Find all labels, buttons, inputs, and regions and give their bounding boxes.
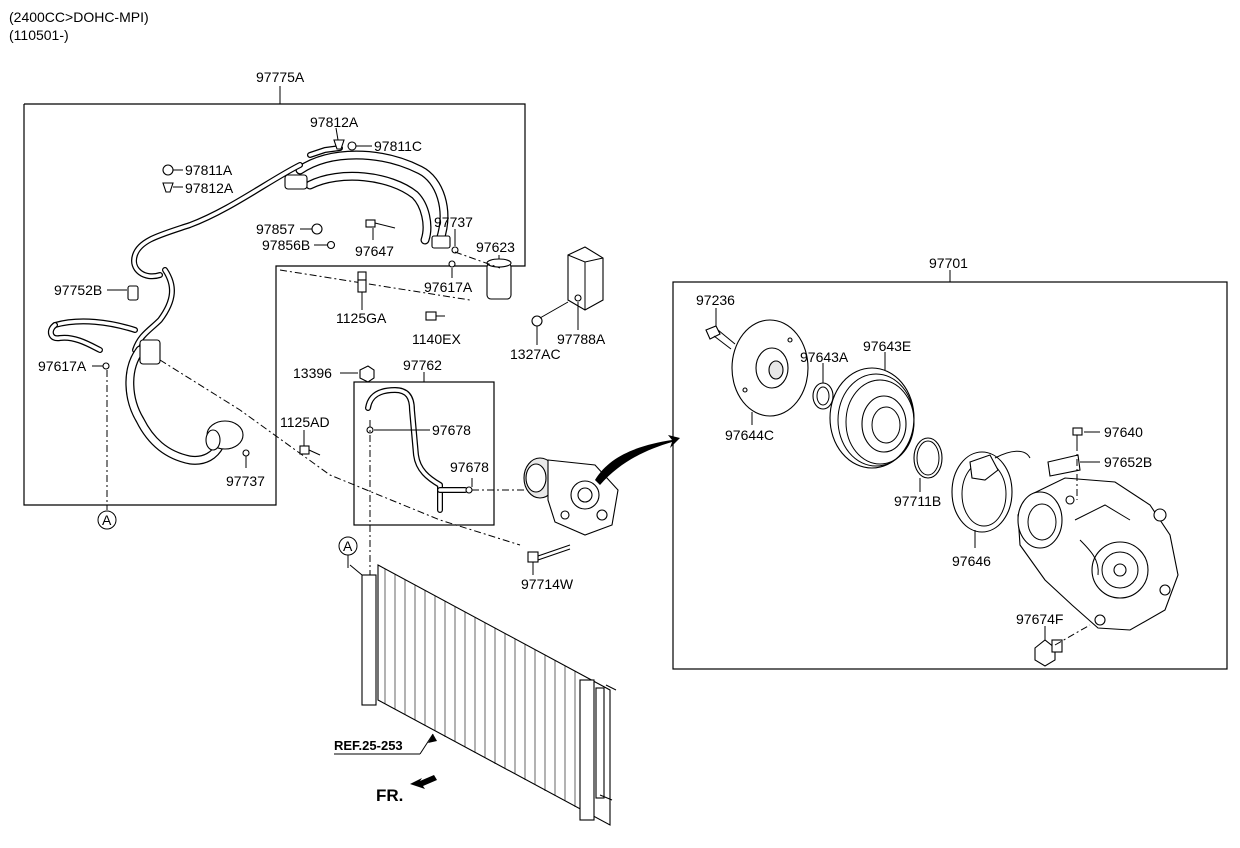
clutch-disc-97644C	[731, 319, 809, 417]
front-direction-label: FR.	[376, 786, 403, 805]
dash-to-compressor	[159, 359, 521, 546]
bolt-97640	[1072, 427, 1083, 444]
bolt-97714W	[527, 544, 571, 563]
label-97678-b[interactable]: 97678	[450, 459, 489, 475]
bolt-1125AD	[299, 445, 321, 456]
sensor-97674F	[1034, 639, 1063, 667]
callout-A-bottom-text[interactable]: A	[102, 512, 112, 528]
bolt-1125GA	[357, 271, 367, 293]
engine-spec-text: (2400CC>DOHC-MPI)	[9, 9, 149, 25]
label-97678-a[interactable]: 97678	[432, 422, 471, 438]
label-97701[interactable]: 97701	[929, 255, 968, 271]
bracket-97788A	[567, 246, 604, 311]
label-97811C[interactable]: 97811C	[374, 138, 422, 154]
label-1327AC[interactable]: 1327AC	[510, 346, 561, 362]
ref-arrowhead	[428, 734, 437, 743]
snap-ring-97711B	[913, 437, 943, 479]
label-13396[interactable]: 13396	[293, 365, 332, 381]
label-97236[interactable]: 97236	[696, 292, 735, 308]
label-97775A[interactable]: 97775A	[256, 69, 305, 85]
label-97812A-top[interactable]: 97812A	[310, 114, 359, 130]
label-97737-bottom[interactable]: 97737	[226, 473, 265, 489]
label-1125AD[interactable]: 1125AD	[280, 414, 330, 430]
callout-circle-A-bottom	[97, 510, 117, 530]
label-97644C[interactable]: 97644C	[725, 427, 774, 443]
bolt-97647	[365, 219, 396, 229]
label-97714W[interactable]: 97714W	[521, 576, 574, 592]
label-97647[interactable]: 97647	[355, 243, 394, 259]
fitting-97752B	[127, 285, 139, 301]
dash-bracket	[279, 269, 471, 301]
label-97856B[interactable]: 97856B	[262, 237, 310, 253]
suction-hose	[295, 150, 449, 245]
label-97788A[interactable]: 97788A	[557, 331, 606, 347]
label-97617A-left[interactable]: 97617A	[38, 358, 87, 374]
label-97623[interactable]: 97623	[476, 239, 515, 255]
hose-joint-top	[284, 174, 308, 190]
nut-13396	[359, 365, 375, 383]
cap-97811C	[347, 141, 357, 151]
label-97811A[interactable]: 97811A	[185, 162, 233, 178]
oring-97678-b	[465, 486, 473, 494]
leader-97812A-top	[335, 127, 339, 141]
label-97646[interactable]: 97646	[952, 553, 991, 569]
label-97752B[interactable]: 97752B	[54, 282, 102, 298]
front-arrow-icon	[410, 775, 437, 789]
callout-A-condenser-text[interactable]: A	[343, 538, 353, 554]
discharge-pipe-97762	[365, 387, 468, 513]
label-97643E[interactable]: 97643E	[863, 338, 911, 354]
label-97617A-right[interactable]: 97617A	[424, 279, 473, 295]
label-97812A-left[interactable]: 97812A	[185, 180, 234, 196]
label-97711B[interactable]: 97711B	[894, 493, 941, 509]
nut-97857	[311, 223, 323, 235]
label-97857[interactable]: 97857	[256, 221, 295, 237]
label-97640[interactable]: 97640	[1104, 424, 1143, 440]
label-97737-top[interactable]: 97737	[434, 214, 473, 230]
snap-ring-97711B-inner	[916, 440, 940, 476]
shim-97643A-inner	[816, 386, 830, 406]
label-97652B[interactable]: 97652B	[1104, 454, 1152, 470]
discharge-pipe-box	[353, 381, 495, 526]
plate-97652B	[1047, 454, 1081, 477]
label-97762[interactable]: 97762	[403, 357, 442, 373]
receiver-drier-97623	[486, 258, 512, 300]
cap-97811A	[162, 164, 174, 176]
condenser	[349, 564, 617, 826]
zoom-arrow	[595, 435, 680, 485]
valve-97812A-left	[162, 182, 174, 193]
oring-97737-bottom	[242, 449, 250, 457]
hose-joint-right	[431, 235, 451, 249]
discharge-hose	[47, 318, 244, 465]
washer-97856B	[326, 240, 336, 250]
leader-1327AC-bracket	[539, 301, 569, 319]
oring-97737-top	[451, 246, 459, 254]
date-range-text: (110501-)	[9, 27, 69, 43]
valve-97812A-top	[333, 139, 345, 150]
label-1140EX[interactable]: 1140EX	[412, 331, 461, 347]
oring-97617A-left	[102, 362, 110, 370]
label-97674F[interactable]: 97674F	[1016, 611, 1063, 627]
dash-97674F	[1054, 624, 1091, 646]
field-coil-97646	[951, 450, 1031, 533]
label-97643A[interactable]: 97643A	[800, 349, 849, 365]
oring-97617A-right	[448, 260, 456, 268]
pulley-97643E	[829, 367, 915, 469]
ref-leader	[419, 733, 434, 755]
compressor-body	[1017, 477, 1179, 631]
bolt-1140EX	[425, 311, 445, 321]
bolt-97236	[705, 325, 736, 350]
liquid-pipe	[131, 145, 343, 353]
hose-bracket	[139, 339, 161, 365]
hose-assembly-box	[23, 103, 526, 506]
label-1125GA[interactable]: 1125GA	[336, 310, 387, 326]
ref-label[interactable]: REF.25-253	[334, 738, 403, 753]
